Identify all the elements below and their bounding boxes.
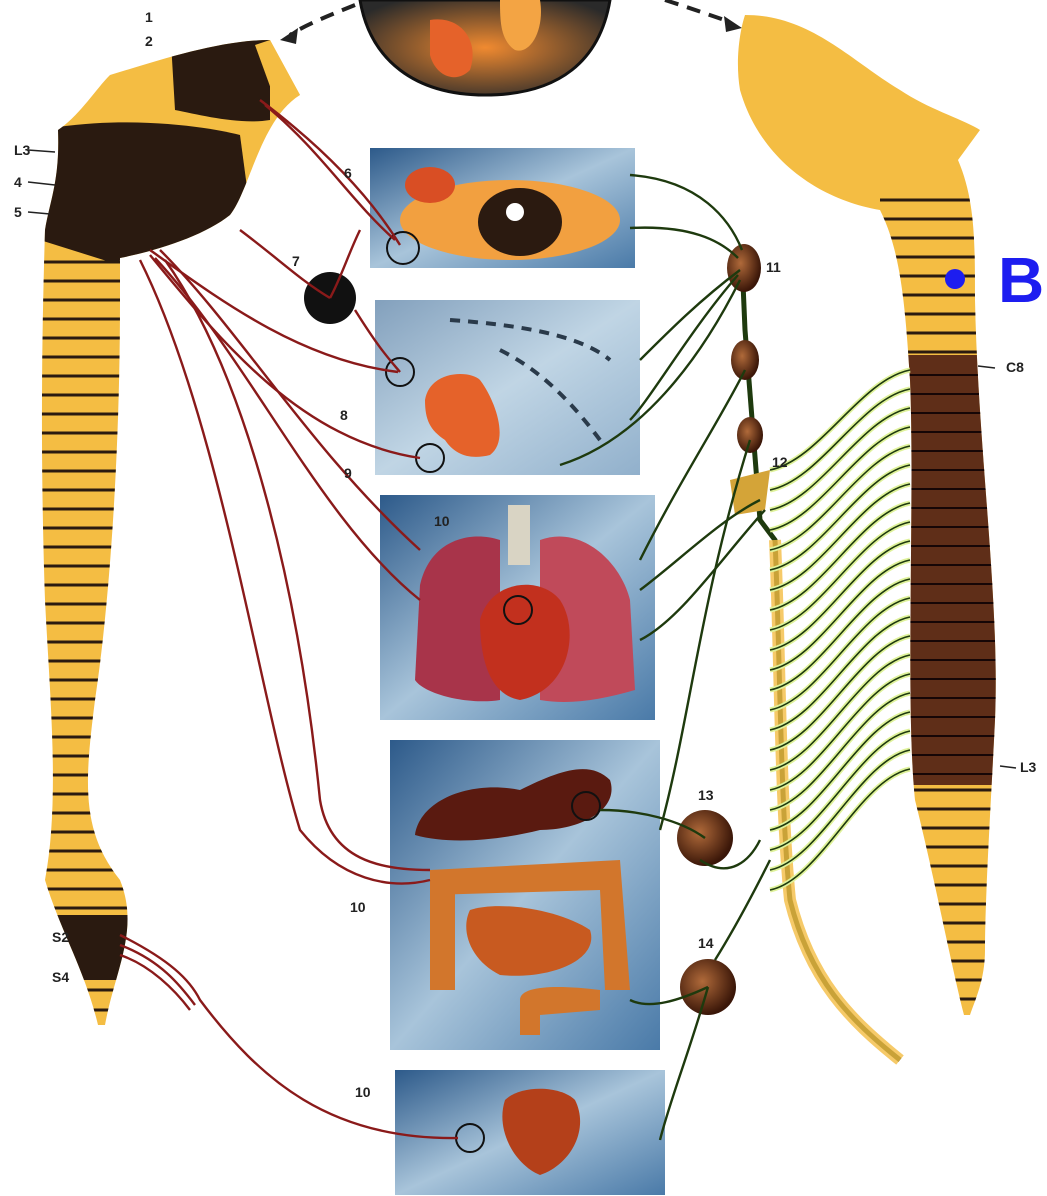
marker-dot <box>945 269 965 289</box>
label-2: 2 <box>145 33 153 49</box>
label-6: 6 <box>344 165 352 181</box>
sympathetic-fiber <box>630 175 742 250</box>
sympathetic-fiber <box>630 228 738 258</box>
sympathetic-fiber <box>630 275 738 420</box>
label-10-bladder: 10 <box>355 1084 371 1100</box>
label-12: 12 <box>772 454 788 470</box>
label-8: 8 <box>340 407 348 423</box>
label-s4: S4 <box>52 969 69 985</box>
organ-panels <box>370 148 665 1195</box>
left-dermatome-figure <box>30 20 310 1030</box>
label-l3: L3 <box>1020 759 1037 775</box>
right-arrow-head <box>724 16 742 32</box>
label-s2: S2 <box>52 929 69 945</box>
label-10-digestive: 10 <box>350 899 366 915</box>
sympathetic-trunk <box>727 244 900 1060</box>
parasympathetic-fiber <box>240 230 330 298</box>
sympathetic-fiber <box>640 270 740 360</box>
label-5: 5 <box>14 204 22 220</box>
brain-section <box>360 0 610 95</box>
label-14: 14 <box>698 935 714 951</box>
label-9: 9 <box>344 465 352 481</box>
parasympathetic-fiber <box>150 250 398 372</box>
left-arrow-head <box>280 28 298 44</box>
label-10-lungs: 10 <box>434 513 450 529</box>
label-1: 1 <box>145 9 153 25</box>
label-11: 11 <box>766 259 781 275</box>
label-c8: C8 <box>1006 359 1024 375</box>
sympathetic-fiber <box>715 860 770 960</box>
sympathetic-fiber <box>660 987 708 1140</box>
label-13: 13 <box>698 787 714 803</box>
label-7: 7 <box>292 253 300 269</box>
marker-label-b: B <box>998 244 1044 316</box>
sympathetic-fiber <box>640 370 745 560</box>
label-4: 4 <box>14 174 22 190</box>
